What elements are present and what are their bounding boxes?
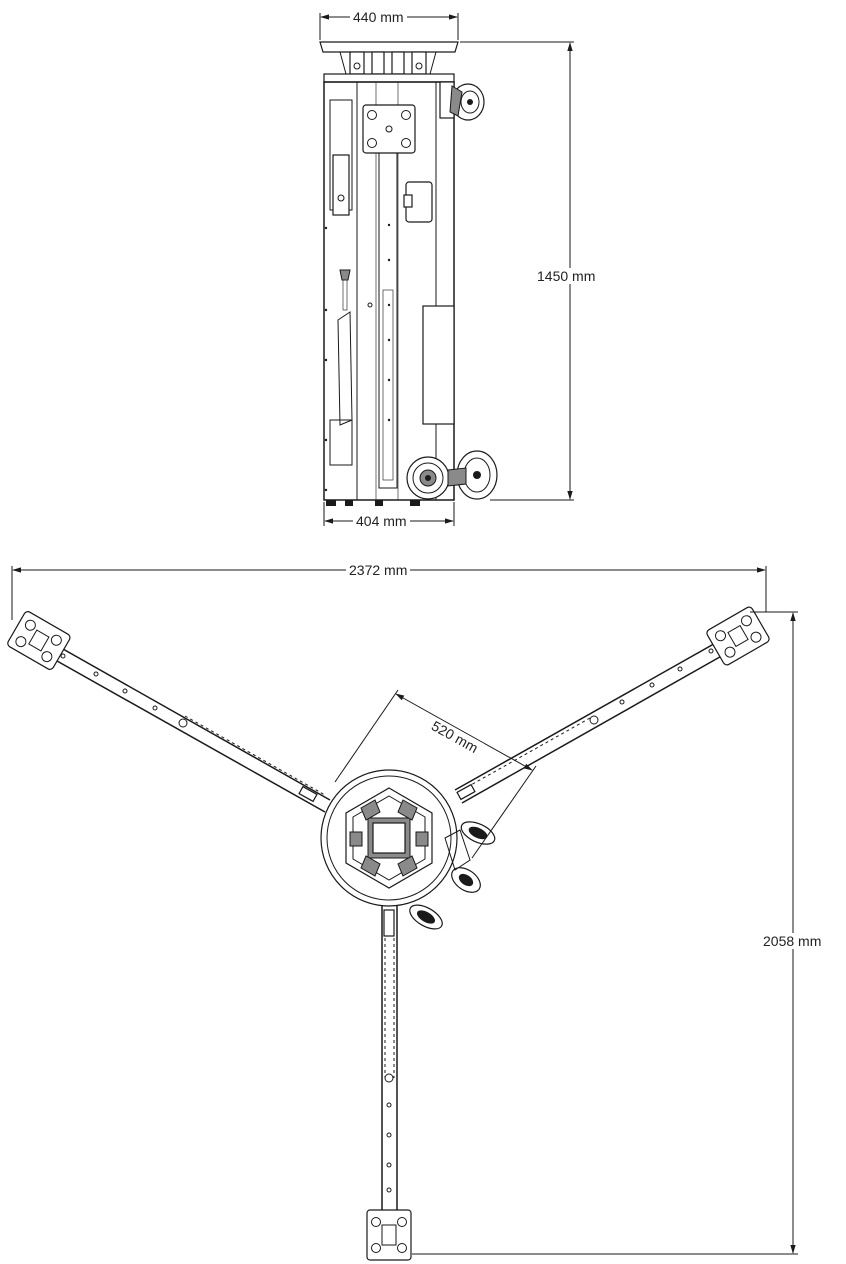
- column-body: [323, 81, 455, 501]
- top-brackets: [339, 51, 437, 75]
- arm-left: [33, 635, 331, 813]
- hub-wheels: [409, 821, 496, 930]
- foot-right: [706, 606, 770, 666]
- top-view: [7, 606, 770, 1261]
- top-cap: [323, 73, 455, 83]
- top-caster: [439, 81, 485, 121]
- foot-left: [7, 611, 71, 670]
- dim-base-width-label: 404 mm: [353, 513, 410, 529]
- side-view: [319, 41, 498, 506]
- dim-height-label: 1450 mm: [534, 268, 599, 284]
- top-plate: [319, 41, 459, 53]
- arm-right: [454, 631, 742, 804]
- dim-span-width-label: 2372 mm: [346, 562, 411, 578]
- central-hub: [320, 769, 458, 907]
- foot-bottom: [366, 1209, 412, 1261]
- arm-bottom: [381, 905, 398, 1218]
- mount-plate: [362, 104, 416, 154]
- dim-top-width-label: 440 mm: [350, 9, 407, 25]
- lower-panel: [422, 305, 455, 425]
- telescope-inner: [378, 152, 398, 489]
- top-dimension-lines: [11, 566, 798, 1255]
- bottom-wheels: [406, 450, 498, 500]
- dim-span-height-label: 2058 mm: [760, 933, 825, 949]
